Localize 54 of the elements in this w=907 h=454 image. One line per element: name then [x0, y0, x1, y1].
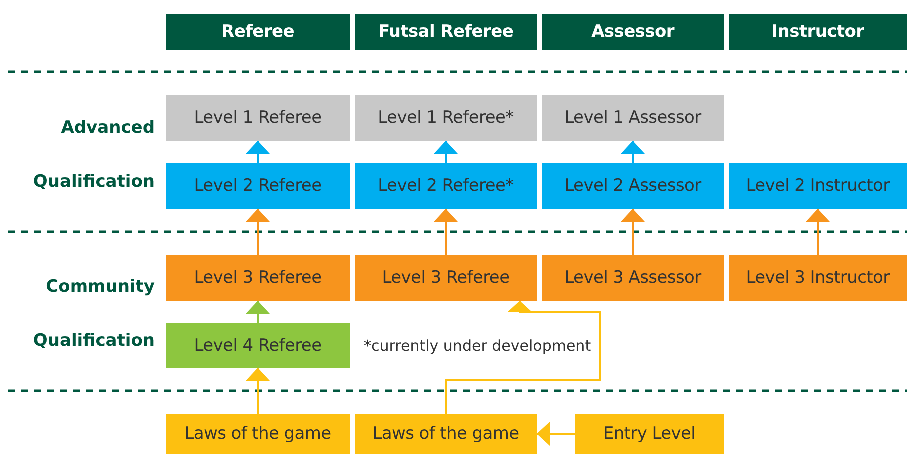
- column-header: [355, 14, 537, 50]
- level-box: [166, 414, 350, 454]
- box-label: Entry Level: [603, 424, 696, 444]
- box-label: Level 3 Referee: [382, 268, 510, 288]
- tier-label: Advanced: [61, 118, 155, 138]
- level-box: [355, 414, 537, 454]
- level-box: [542, 95, 724, 141]
- column-header: [542, 14, 724, 50]
- level-box: [542, 163, 724, 209]
- box-label: Level 2 Referee*: [378, 176, 514, 196]
- box-label: Level 1 Referee*: [378, 108, 514, 128]
- column-header: [166, 14, 350, 50]
- box-label: Level 2 Referee: [194, 176, 322, 196]
- level-box: [355, 255, 537, 301]
- arrow: [434, 209, 458, 256]
- tier-label: Qualification: [33, 172, 155, 192]
- arrow: [621, 209, 645, 256]
- box-label: Level 4 Referee: [194, 336, 322, 356]
- footnote: *currently under development: [364, 337, 592, 355]
- level-box: [729, 163, 907, 209]
- box-label: Level 3 Instructor: [746, 268, 890, 288]
- box-label: Level 3 Assessor: [564, 268, 702, 288]
- level-box: [575, 414, 724, 454]
- arrow: [621, 141, 645, 164]
- box-label: Assessor: [592, 22, 674, 42]
- tier-label: Qualification: [33, 331, 155, 351]
- box-label: Referee: [222, 22, 294, 42]
- box-label: Laws of the game: [372, 424, 520, 444]
- arrow: [246, 368, 270, 415]
- arrow: [246, 209, 270, 256]
- box-label: Futsal Referee: [378, 22, 514, 42]
- arrow: [434, 141, 458, 164]
- box-label: Level 3 Referee: [194, 268, 322, 288]
- box-label: Level 1 Assessor: [564, 108, 702, 128]
- box-label: Instructor: [772, 22, 864, 42]
- box-label: Level 2 Assessor: [564, 176, 702, 196]
- level-box: [166, 255, 350, 301]
- level-box: [729, 255, 907, 301]
- level-box: [166, 95, 350, 141]
- column-header: [729, 14, 907, 50]
- box-label: Laws of the game: [184, 424, 332, 444]
- level-box: [355, 95, 537, 141]
- tier-label: Community: [46, 277, 155, 297]
- arrow: [246, 301, 270, 324]
- box-label: Level 1 Referee: [194, 108, 322, 128]
- level-box: [542, 255, 724, 301]
- level-box: [355, 163, 537, 209]
- level-box: [166, 163, 350, 209]
- box-label: Level 2 Instructor: [746, 176, 890, 196]
- level-box: [166, 323, 350, 368]
- arrow: [246, 141, 270, 164]
- arrow: [445, 301, 601, 415]
- arrow: [806, 209, 830, 256]
- arrow: [537, 422, 576, 446]
